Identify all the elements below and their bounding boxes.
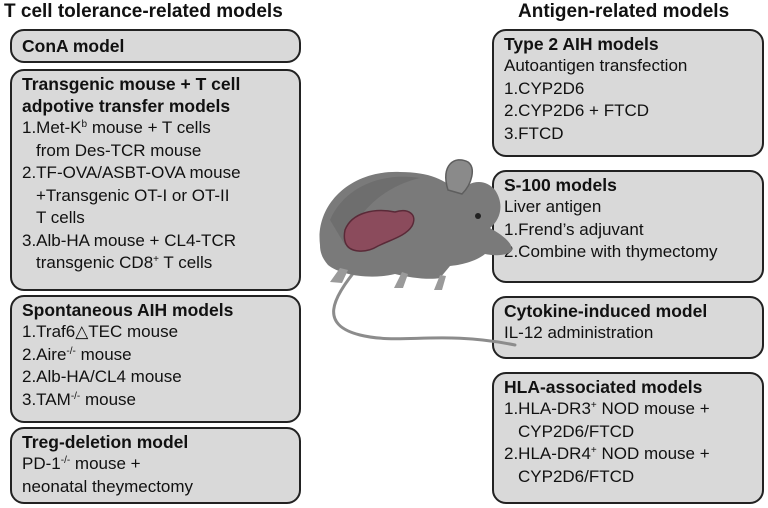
transgenic-item-3: 3.Alb-HA mouse + CL4-TCR [22, 230, 236, 250]
type2-item-3: 3.FTCD [504, 123, 564, 143]
hla-models-box: HLA-associated models 1.HLA-DR3+ NOD mou… [492, 372, 764, 504]
spontaneous-item-4: 3.TAM-/- mouse [22, 389, 137, 409]
treg-line-1: PD-1-/- mouse + [22, 454, 141, 473]
transgenic-item-2-line3: T cells [36, 208, 85, 227]
hla-item-1: 1.HLA-DR3+ NOD mouse + [504, 399, 710, 418]
transgenic-title-line2: adpotive transfer models [22, 96, 231, 116]
mouse-with-liver-icon [319, 159, 517, 347]
type2-item-1: 1.CYP2D6 [504, 78, 585, 98]
type2-aih-box: Type 2 AIH models Autoantigen transfecti… [492, 29, 764, 157]
transgenic-item-2: 2.TF-OVA/ASBT-OVA mouse [22, 163, 241, 182]
spontaneous-aih-box: Spontaneous AIH models 1.Traf6△TEC mouse… [10, 295, 301, 423]
left-column-title: T cell tolerance-related models [4, 1, 283, 22]
spontaneous-aih-title: Spontaneous AIH models [22, 300, 234, 320]
cytokine-subtitle: IL-12 administration [504, 323, 654, 342]
right-column-title: Antigen-related models [518, 1, 730, 22]
treg-line-2: neonatal theymectomy [22, 476, 194, 496]
transgenic-item-3-continued: transgenic CD8+ T cells [36, 253, 213, 272]
hla-title: HLA-associated models [504, 377, 703, 397]
conA-model-title: ConA model [22, 36, 125, 56]
spontaneous-item-3: 2.Alb-HA/CL4 mouse [22, 367, 182, 386]
conA-model-box: ConA model [10, 29, 301, 63]
s100-item-2: 2.Combine with thymectomy [504, 242, 718, 261]
transgenic-title-line1: Transgenic mouse + T cell [22, 74, 241, 94]
transgenic-item-1: 1.Met-Kb mouse + T cells [22, 118, 211, 137]
hla-item-2: 2.HLA-DR4+ NOD mouse + [504, 444, 710, 463]
s100-title: S-100 models [504, 175, 617, 195]
spontaneous-item-2: 2.Aire-/- mouse [22, 344, 132, 364]
hla-item-2-continued: CYP2D6/FTCD [518, 466, 635, 486]
type2-aih-title: Type 2 AIH models [504, 34, 659, 54]
hla-item-1-continued: CYP2D6/FTCD [518, 421, 635, 441]
cytokine-model-box: Cytokine-induced model IL-12 administrat… [492, 296, 764, 359]
s100-subtitle: Liver antigen [504, 197, 602, 216]
transgenic-item-2-line2: +Transgenic OT-I or OT-II [36, 185, 230, 205]
treg-deletion-box: Treg-deletion model PD-1-/- mouse + neon… [10, 427, 301, 504]
type2-subtitle: Autoantigen transfection [504, 56, 688, 75]
cytokine-title: Cytokine-induced model [504, 301, 708, 321]
transgenic-item-1-continued: from Des-TCR mouse [36, 140, 202, 160]
transgenic-models-box: Transgenic mouse + T cell adpotive trans… [10, 69, 301, 291]
treg-deletion-title: Treg-deletion model [22, 432, 189, 452]
s100-item-1: 1.Frend’s adjuvant [504, 219, 644, 239]
s100-models-box: S-100 models Liver antigen 1.Frend’s adj… [492, 170, 764, 283]
type2-item-2: 2.CYP2D6 + FTCD [504, 101, 650, 120]
spontaneous-item-1: 1.Traf6△TEC mouse [22, 322, 179, 341]
